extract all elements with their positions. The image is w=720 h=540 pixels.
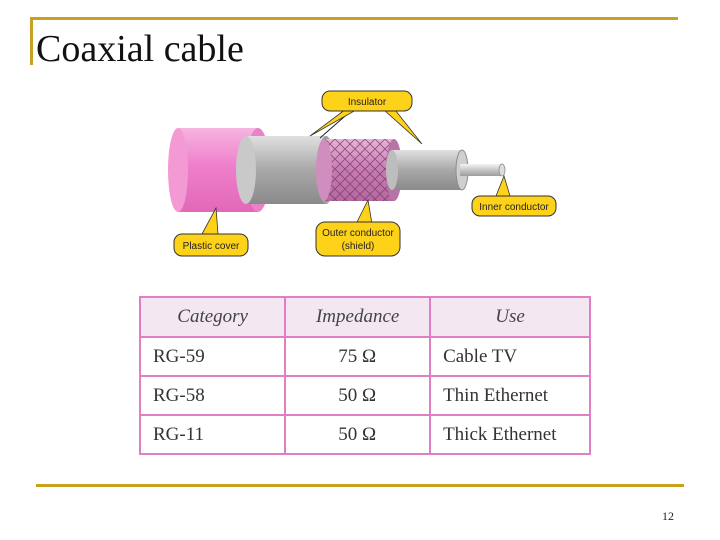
cell-impedance: 50 Ω — [284, 375, 432, 416]
slide-top-rule — [30, 17, 678, 20]
inner-conductor-callout: Inner conductor — [471, 174, 557, 217]
cable-category-table: Category Impedance Use RG-59 75 Ω Cable … — [138, 296, 591, 455]
table-row: RG-59 75 Ω Cable TV — [138, 336, 591, 377]
page-number: 12 — [662, 509, 674, 523]
table-row: RG-11 50 Ω Thick Ethernet — [138, 414, 591, 455]
slide-left-rule — [30, 17, 33, 65]
table-header-row: Category Impedance Use — [138, 296, 591, 338]
outer-conductor-label-line2: (shield) — [342, 241, 375, 252]
cell-category: RG-59 — [138, 336, 287, 377]
inner-conductor-label: Inner conductor — [479, 202, 549, 213]
slide-bottom-rule — [36, 484, 684, 487]
cell-category: RG-58 — [138, 375, 287, 416]
dielectric-insulator-shape — [386, 149, 469, 191]
inner-conductor-shape — [460, 163, 506, 177]
slide-title: Coaxial cable — [36, 28, 244, 70]
coaxial-cable-diagram: Insulator Inner conductor Plastic cover … — [168, 90, 557, 257]
cell-category: RG-11 — [138, 414, 287, 455]
cell-impedance: 50 Ω — [284, 414, 432, 455]
plastic-cover-label: Plastic cover — [183, 241, 240, 252]
cell-impedance: 75 Ω — [284, 336, 432, 377]
table-row: RG-58 50 Ω Thin Ethernet — [138, 375, 591, 416]
header-use: Use — [429, 296, 591, 338]
plastic-cover-callout: Plastic cover — [173, 206, 249, 257]
header-category: Category — [138, 296, 287, 338]
outer-conductor-callout: Outer conductor (shield) — [315, 198, 401, 257]
insulator-label: Insulator — [348, 97, 387, 108]
cell-use: Thin Ethernet — [429, 375, 591, 416]
outer-conductor-label-line1: Outer conductor — [322, 228, 394, 239]
cell-use: Cable TV — [429, 336, 591, 377]
cell-use: Thick Ethernet — [429, 414, 591, 455]
insulator-callout: Insulator — [309, 90, 423, 145]
header-impedance: Impedance — [284, 296, 432, 338]
